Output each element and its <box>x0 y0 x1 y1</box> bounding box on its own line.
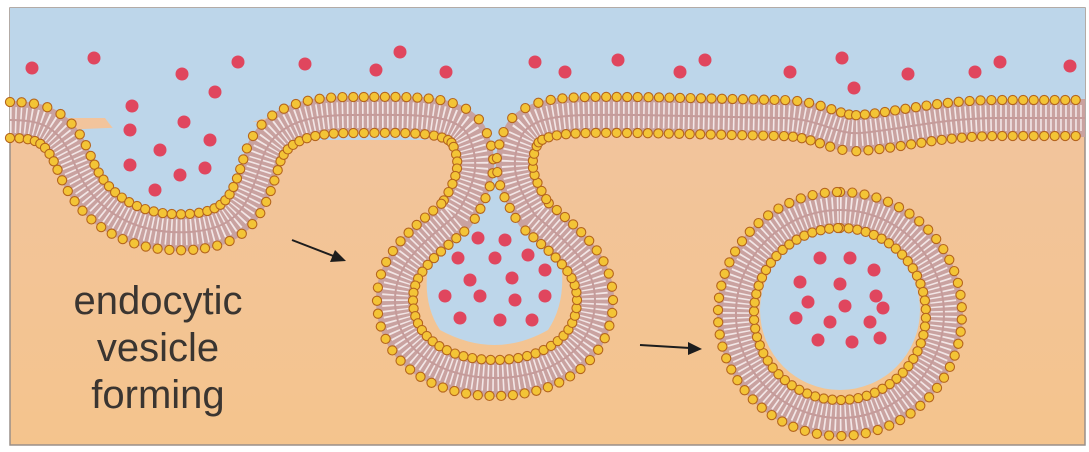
cargo-molecule <box>784 66 797 79</box>
cargo-molecule <box>472 232 485 245</box>
cargo-molecule <box>802 296 815 309</box>
caption-label: endocytic vesicle forming <box>28 278 288 420</box>
cargo-molecule <box>176 68 189 81</box>
cargo-molecule <box>178 116 191 129</box>
cargo-molecule <box>204 134 217 147</box>
cargo-molecule <box>839 300 852 313</box>
cargo-molecule <box>124 124 137 137</box>
cargo-molecule <box>499 234 512 247</box>
cargo-molecule <box>509 294 522 307</box>
cargo-molecule <box>848 82 861 95</box>
cargo-molecule <box>474 290 487 303</box>
cargo-molecule <box>699 54 712 67</box>
cargo-molecule <box>199 162 212 175</box>
cargo-molecule <box>506 272 519 285</box>
cargo-molecule <box>812 334 825 347</box>
cargo-molecule <box>299 58 312 71</box>
cargo-molecule <box>26 62 39 75</box>
caption-line-3: forming <box>28 372 288 419</box>
cargo-molecule <box>489 252 502 265</box>
cargo-molecule <box>454 312 467 325</box>
cargo-molecule <box>794 276 807 289</box>
cargo-molecule <box>559 66 572 79</box>
cargo-molecule <box>877 302 890 315</box>
caption-line-2: vesicle <box>28 325 288 372</box>
cargo-molecule <box>440 66 453 79</box>
cargo-molecule <box>824 316 837 329</box>
cargo-molecule <box>174 169 187 182</box>
caption-line-1: endocytic <box>28 278 288 325</box>
cargo-molecule <box>612 54 625 67</box>
cargo-molecule <box>870 290 883 303</box>
cargo-molecule <box>864 316 877 329</box>
cargo-molecule <box>464 274 477 287</box>
cargo-molecule <box>868 264 881 277</box>
cargo-molecule <box>844 252 857 265</box>
cargo-molecule <box>126 100 139 113</box>
cargo-molecule <box>674 66 687 79</box>
cargo-molecule <box>494 314 507 327</box>
cargo-molecule <box>790 312 803 325</box>
cargo-molecule <box>902 68 915 81</box>
cargo-molecule <box>526 314 539 327</box>
cargo-molecule <box>124 159 137 172</box>
cargo-molecule <box>836 52 849 65</box>
cargo-molecule <box>149 184 162 197</box>
cargo-molecule <box>522 249 535 262</box>
cargo-molecule <box>1064 60 1077 73</box>
cargo-molecule <box>814 252 827 265</box>
cargo-molecule <box>539 290 552 303</box>
cargo-molecule <box>452 252 465 265</box>
cargo-molecule <box>874 332 887 345</box>
cargo-molecule <box>969 66 982 79</box>
cargo-molecule <box>370 64 383 77</box>
cargo-molecule <box>209 86 222 99</box>
cargo-molecule <box>834 278 847 291</box>
cargo-molecule <box>994 56 1007 69</box>
cargo-molecule <box>439 290 452 303</box>
cargo-molecule <box>232 56 245 69</box>
cargo-molecule <box>88 52 101 65</box>
cargo-molecule <box>529 56 542 69</box>
cargo-molecule <box>846 336 859 349</box>
cargo-molecule <box>154 144 167 157</box>
cargo-molecule <box>539 264 552 277</box>
cargo-molecule <box>394 46 407 59</box>
